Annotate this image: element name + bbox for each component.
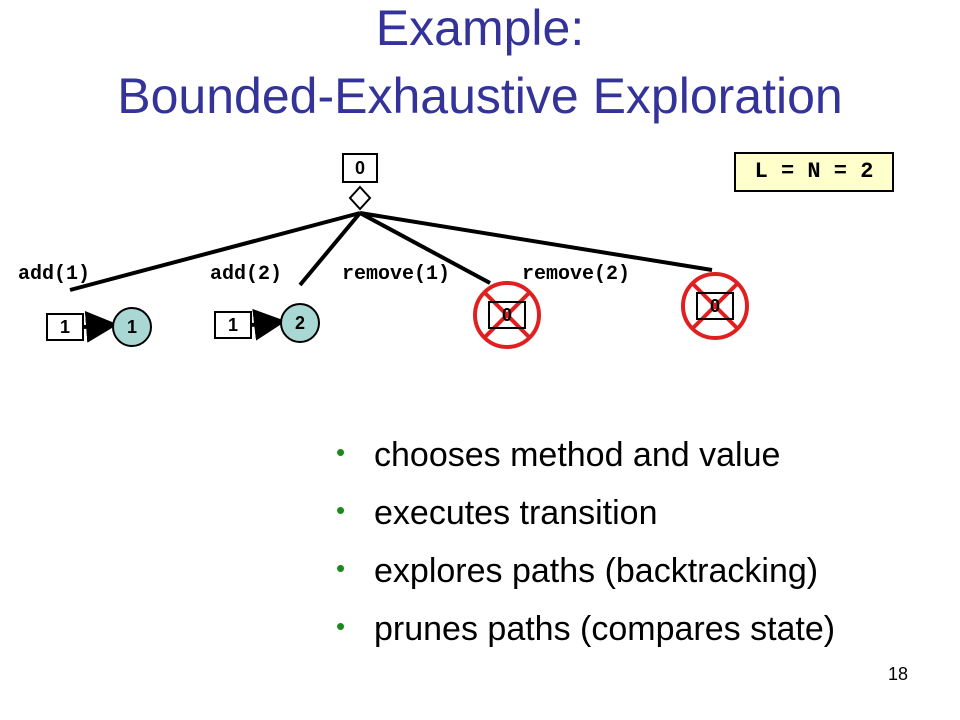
- bullet-item: •chooses method and value: [336, 426, 835, 484]
- bullet-icon: •: [336, 553, 346, 583]
- bullet-list: •chooses method and value •executes tran…: [336, 426, 835, 658]
- root-state-box: 0: [342, 153, 378, 183]
- operation-label: remove(2): [522, 263, 631, 286]
- edge-add-1: [69, 211, 361, 292]
- pruned-state-box: 0: [696, 292, 734, 320]
- operation-label: add(1): [18, 263, 91, 286]
- bullet-item: •executes transition: [336, 484, 835, 542]
- edge-remove-1: [359, 211, 491, 285]
- operation-label: add(2): [210, 263, 283, 286]
- diamond-icon: [348, 185, 372, 211]
- slide-title-line-1: Example:: [375, 0, 585, 56]
- state-node: 1: [112, 307, 152, 347]
- pruned-state-box: 0: [488, 301, 526, 329]
- bullet-item: •explores paths (backtracking): [336, 542, 835, 600]
- edge-remove-2: [359, 211, 713, 272]
- slide-title-line-2: Bounded-Exhaustive Exploration: [117, 68, 843, 124]
- prune-mark-icon: [681, 272, 749, 340]
- bullet-icon: •: [336, 495, 346, 525]
- state-box: 1: [46, 313, 84, 341]
- state-node: 2: [280, 303, 320, 343]
- bullet-item: •prunes paths (compares state): [336, 600, 835, 658]
- parameter-box: L = N = 2: [734, 152, 894, 192]
- bullet-icon: •: [336, 611, 346, 641]
- state-box: 1: [214, 311, 252, 339]
- prune-mark-icon: [473, 281, 541, 349]
- arrow-icon: [83, 310, 118, 343]
- arrow-icon: [251, 308, 286, 341]
- edge-add-2: [298, 211, 362, 287]
- bullet-icon: •: [336, 437, 346, 467]
- page-number: 18: [887, 664, 909, 684]
- operation-label: remove(1): [342, 263, 451, 286]
